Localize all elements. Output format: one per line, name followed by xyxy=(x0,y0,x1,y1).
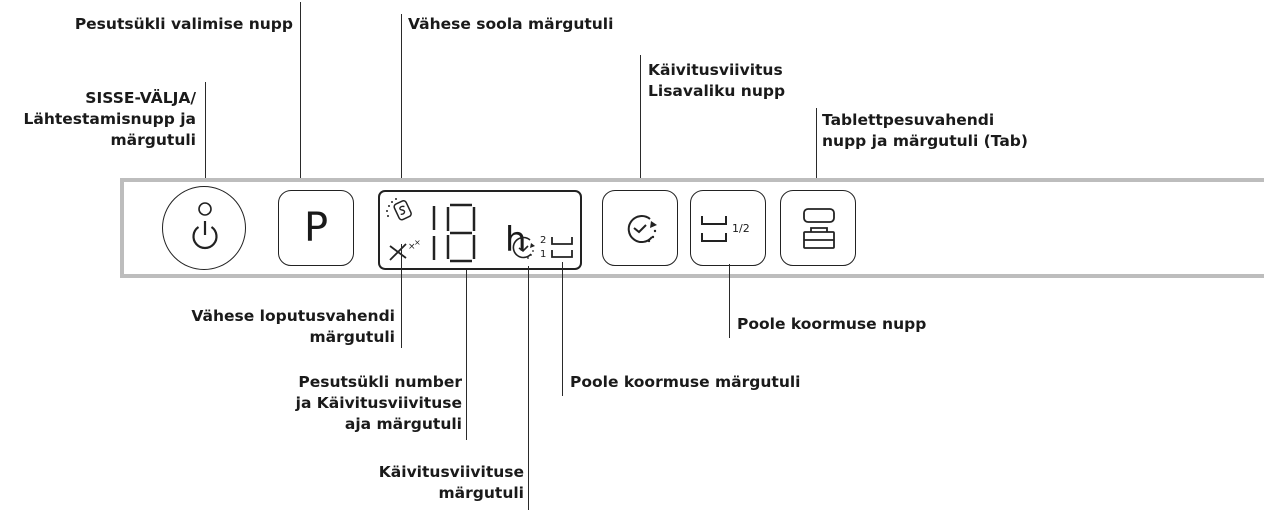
leader-delay-indicator xyxy=(528,266,529,510)
leader-half-load-button xyxy=(729,264,730,338)
label-cycle-number: Pesutsükli number ja Käivitusviivituse a… xyxy=(296,372,462,435)
label-delay-line2: Lisavaliku nupp xyxy=(648,82,786,100)
svg-text:×: × xyxy=(414,238,421,247)
label-rinse-line2: märgutuli xyxy=(309,328,395,346)
delay-clock-icon xyxy=(627,215,657,244)
power-icon xyxy=(192,202,218,250)
power-button[interactable] xyxy=(162,186,246,270)
program-button-label: P xyxy=(303,205,329,251)
low-salt-icon xyxy=(386,198,412,221)
label-rinse-line1: Vähese loputusvahendi xyxy=(191,307,395,325)
label-tab-line2: nupp ja märgutuli (Tab) xyxy=(822,132,1028,150)
leader-half-load-indicator xyxy=(562,262,563,396)
display-level-1: 1 xyxy=(540,249,547,260)
delay-start-button[interactable] xyxy=(602,190,678,266)
label-power: SISSE-VÄLJA/ Lähtestamisnupp ja märgutul… xyxy=(23,88,196,151)
label-power-line3: märgutuli xyxy=(110,131,196,149)
label-delay-button: Käivitusviivitus Lisavaliku nupp xyxy=(648,60,785,102)
label-delay-line1: Käivitusviivitus xyxy=(648,61,783,79)
label-program-button: Pesutsükli valimise nupp xyxy=(74,15,293,33)
leader-low-salt xyxy=(401,14,402,194)
display-level-2: 2 xyxy=(540,235,547,246)
display: × × h 2 1 xyxy=(378,190,582,270)
half-load-icon xyxy=(701,216,727,242)
label-half-load-button: Poole koormuse nupp xyxy=(737,315,927,333)
seven-segment-digits xyxy=(432,203,476,263)
leader-tablet xyxy=(816,108,817,193)
leader-program xyxy=(300,2,301,192)
low-rinse-icon: × × xyxy=(389,238,421,261)
leader-power xyxy=(205,82,206,182)
label-low-salt: Vähese soola märgutuli xyxy=(408,15,614,33)
leader-cycle-number xyxy=(466,270,467,440)
label-tablet: Tablettpesuvahendi nupp ja märgutuli (Ta… xyxy=(822,110,1028,152)
label-cycle-line2: ja Käivitusviivituse xyxy=(295,394,462,412)
tablet-icon xyxy=(803,208,835,249)
label-cycle-line3: aja märgutuli xyxy=(344,415,462,433)
label-delay-indicator: Käivitusviivituse märgutuli xyxy=(379,462,524,504)
half-load-fraction: 1/2 xyxy=(732,222,750,235)
label-low-rinse: Vähese loputusvahendi märgutuli xyxy=(191,306,395,348)
half-load-indicator-icon xyxy=(551,237,573,258)
leader-delay xyxy=(640,55,641,195)
leader-low-rinse xyxy=(401,244,402,348)
label-power-line1: SISSE-VÄLJA/ xyxy=(85,89,196,107)
half-load-button[interactable]: 1/2 xyxy=(690,190,766,266)
label-power-line2: Lähtestamisnupp ja xyxy=(23,110,196,128)
tablet-button[interactable] xyxy=(780,190,856,266)
label-cycle-line1: Pesutsükli number xyxy=(298,373,462,391)
program-button[interactable]: P xyxy=(278,190,354,266)
label-half-load-indicator: Poole koormuse märgutuli xyxy=(570,373,801,391)
label-delay-ind-line1: Käivitusviivituse xyxy=(378,463,524,481)
delay-clock-icon xyxy=(512,236,535,259)
label-delay-ind-line2: märgutuli xyxy=(438,484,524,502)
svg-text:×: × xyxy=(408,242,416,252)
label-tab-line1: Tablettpesuvahendi xyxy=(822,111,995,129)
